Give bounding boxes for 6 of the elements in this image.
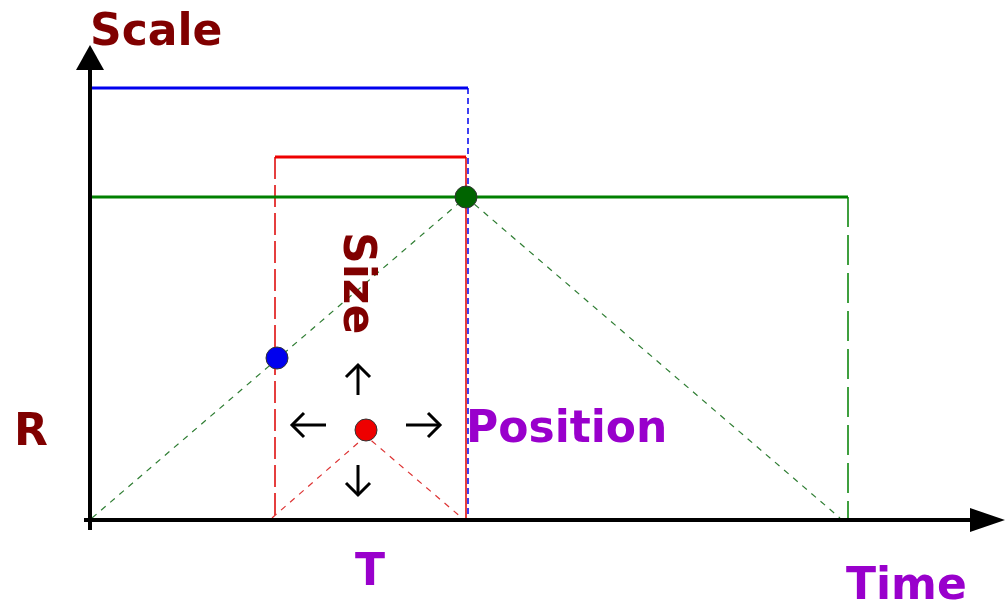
- axis-title: Scale: [90, 8, 223, 52]
- axis-label: R: [14, 408, 48, 452]
- axis-title: Time: [846, 562, 967, 604]
- axis-title: Size: [337, 232, 381, 335]
- axis-title: Position: [466, 405, 668, 449]
- axis-label: T: [355, 548, 385, 592]
